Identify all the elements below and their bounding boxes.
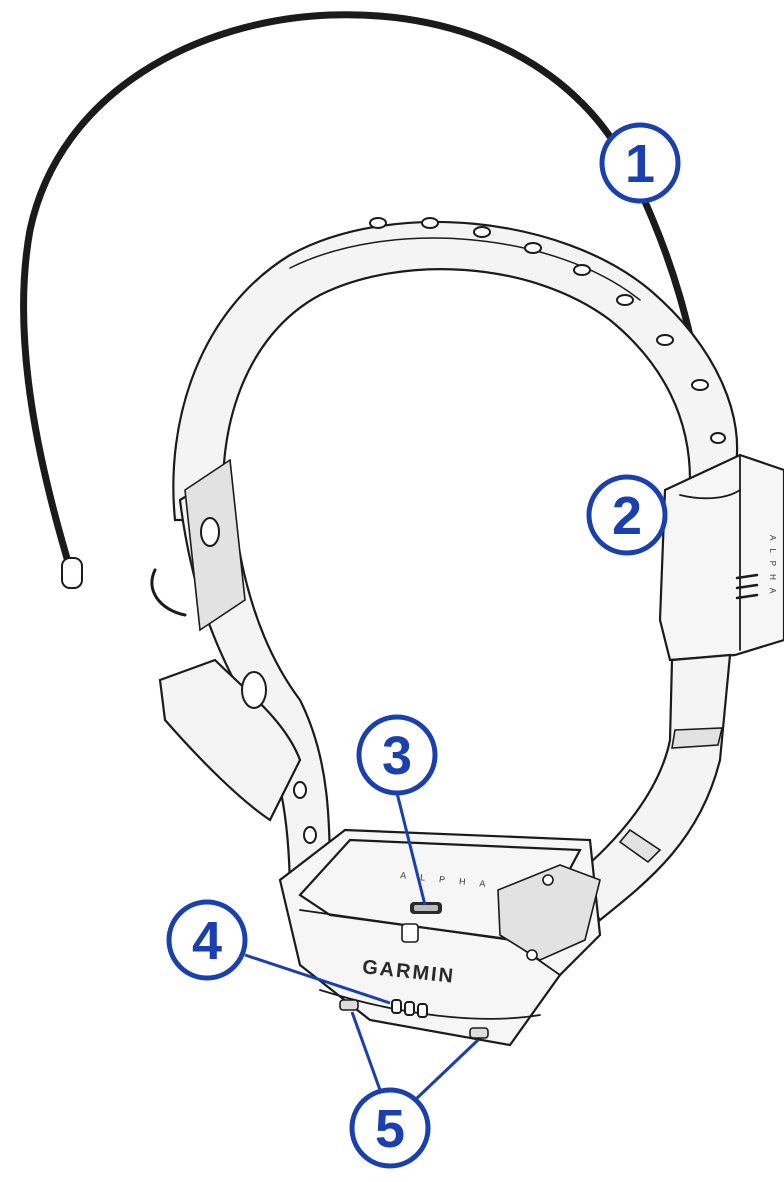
callout-2: 2: [586, 474, 668, 556]
leader-5a: [350, 1011, 382, 1091]
svg-text:4: 4: [192, 911, 222, 971]
side-grille: [735, 573, 759, 600]
front-screw: [401, 923, 419, 943]
antenna-tip: [61, 557, 83, 589]
leader-5b: [413, 1038, 480, 1102]
contact-left: [339, 999, 359, 1011]
leader-3: [395, 792, 427, 906]
side-module: ALPHA: [658, 453, 784, 662]
svg-text:3: 3: [382, 726, 412, 786]
left-strap: [150, 458, 332, 902]
leader-4: [244, 953, 391, 1005]
svg-text:5: 5: [375, 1099, 405, 1159]
collar-strap: [172, 217, 739, 522]
right-strap: [568, 653, 732, 922]
callout-4: 4: [166, 899, 248, 981]
callout-3: 3: [356, 714, 438, 796]
svg-text:2: 2: [612, 486, 642, 546]
status-led: [391, 999, 428, 1018]
callout-5: 5: [349, 1087, 431, 1169]
collar-body: ALPHA GARMIN: [278, 828, 602, 1047]
strap-holes: [369, 217, 726, 444]
contact-right: [469, 1027, 489, 1039]
antenna: [20, 11, 714, 589]
side-module-text: ALPHA: [768, 535, 777, 601]
callout-1: 1: [599, 122, 681, 204]
svg-text:1: 1: [625, 134, 655, 194]
